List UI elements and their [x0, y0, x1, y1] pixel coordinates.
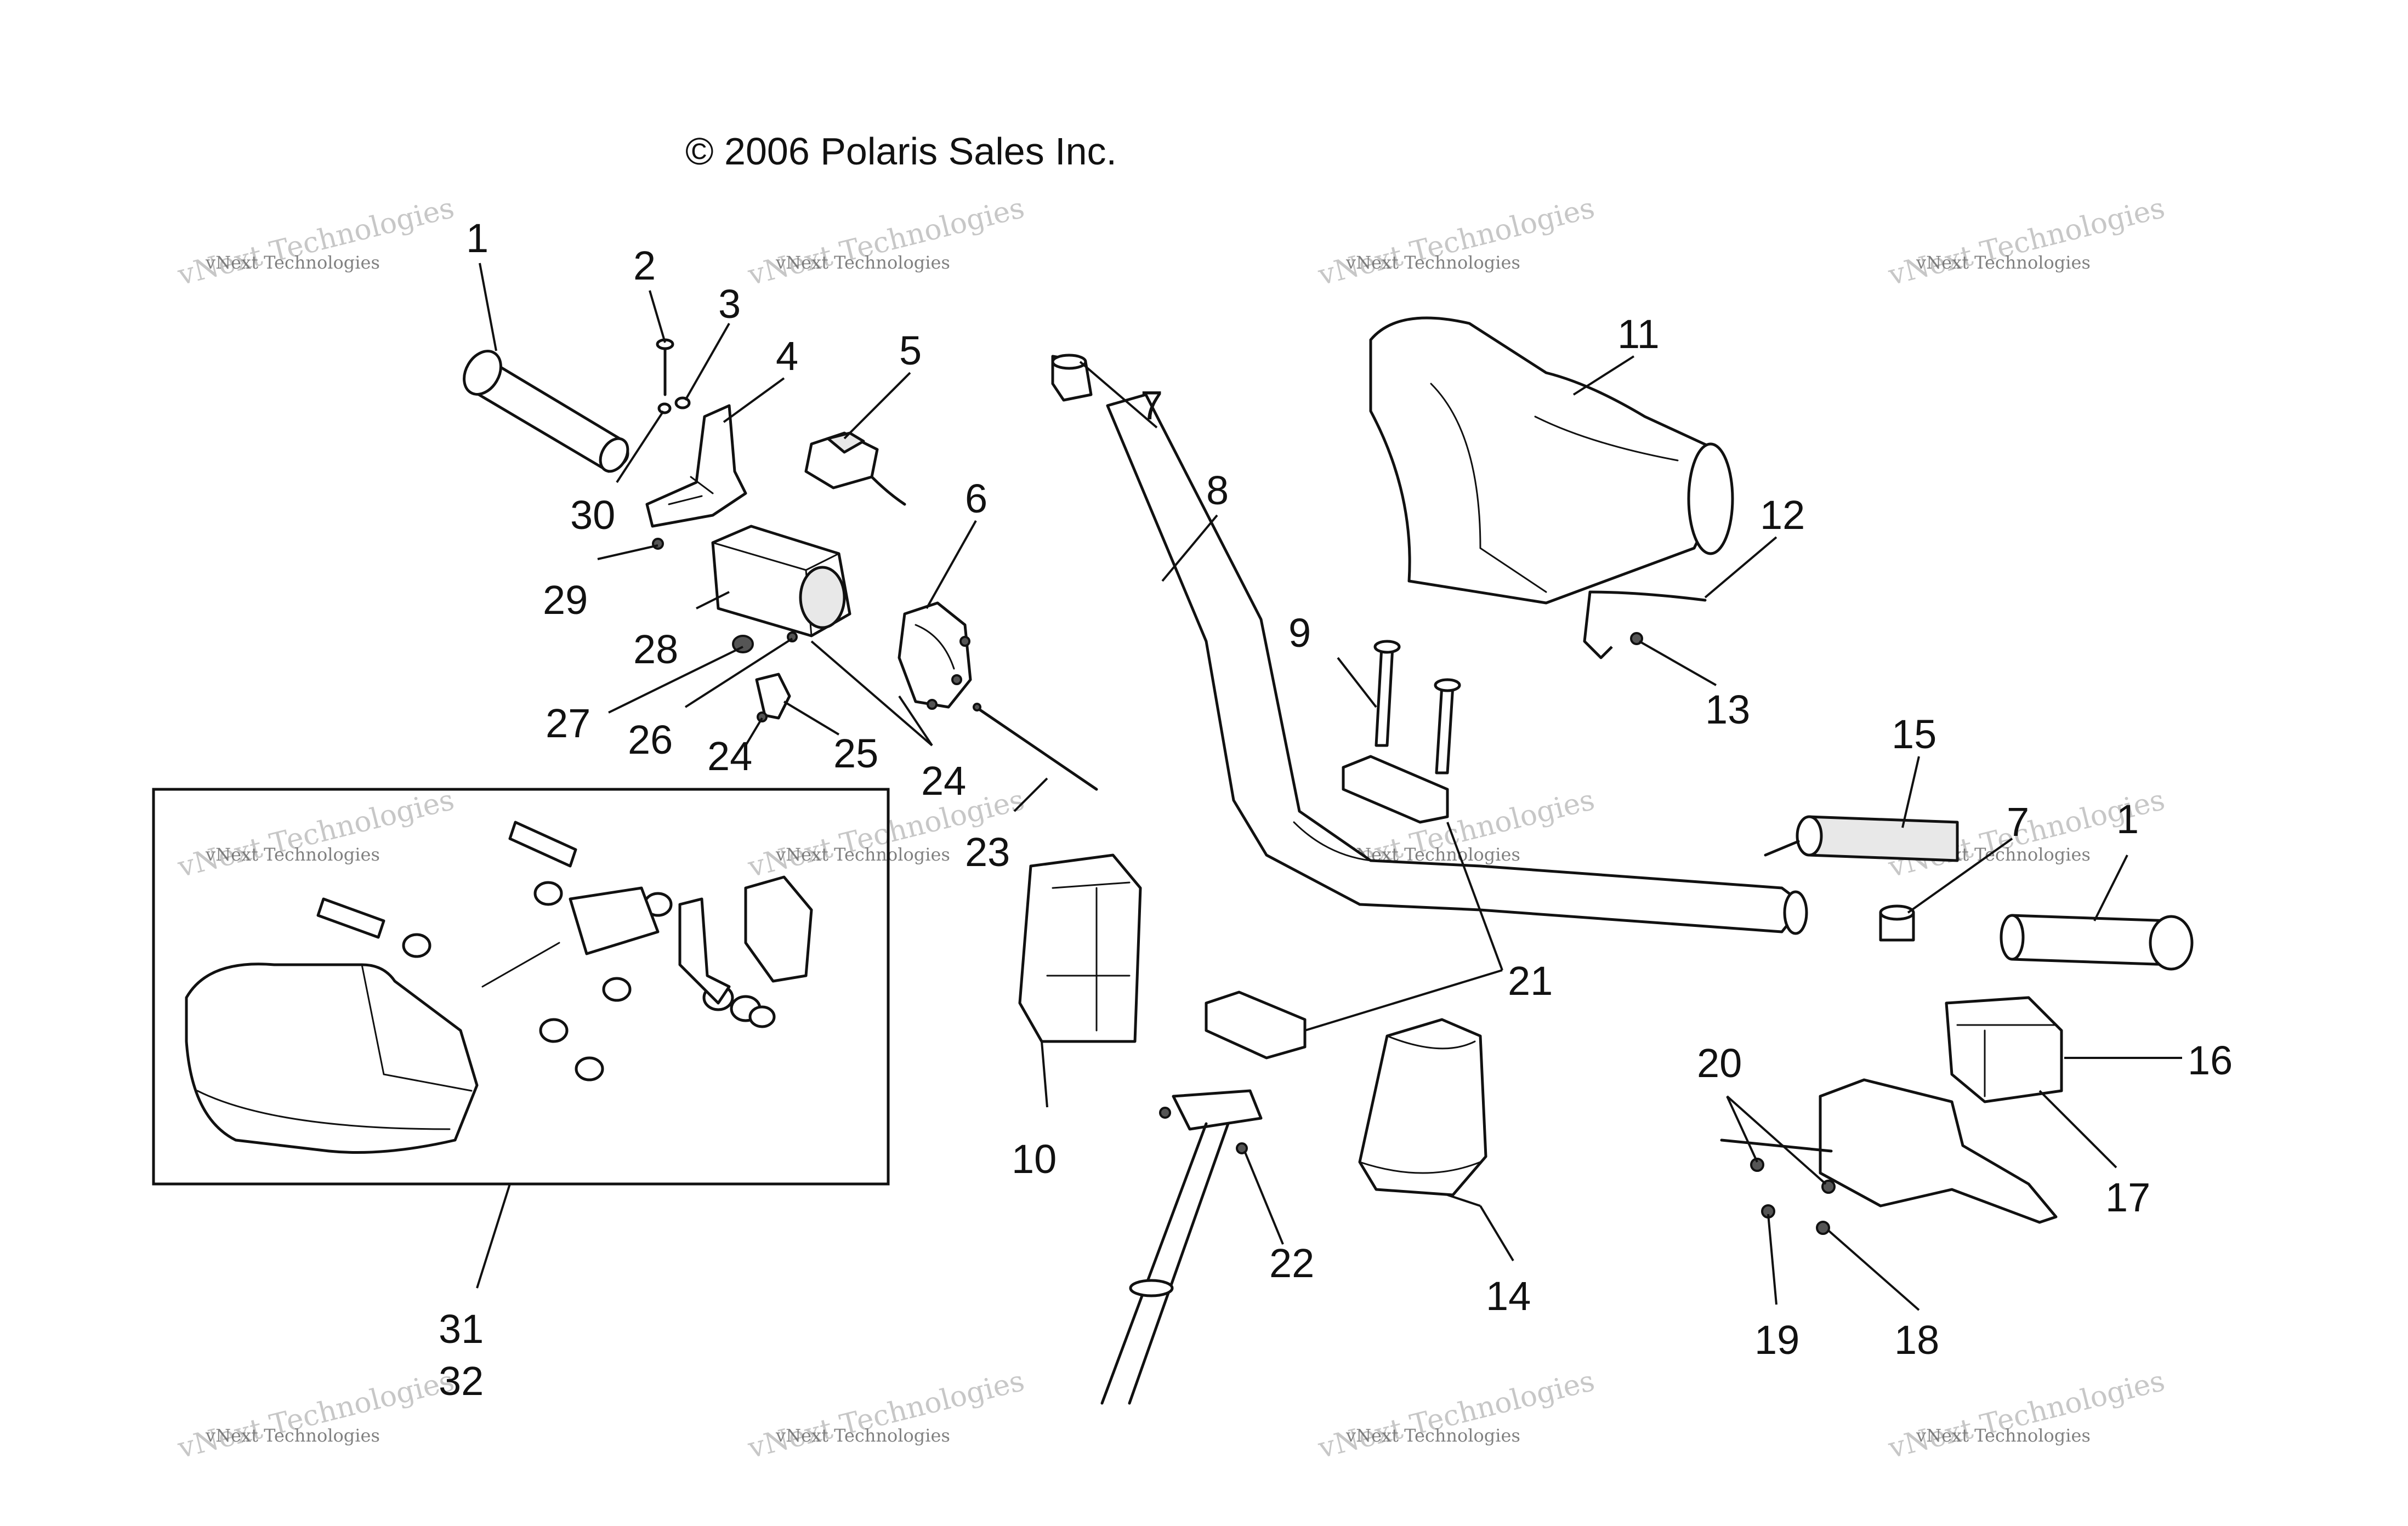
- callout-4: 4: [776, 333, 798, 379]
- callout-7: 7: [1140, 383, 1163, 428]
- watermark-text: vNext Technologies: [1885, 1364, 2168, 1465]
- watermark-text: vNext Technologies: [174, 1364, 458, 1465]
- part-11-pad: [1369, 316, 1734, 605]
- watermark-text: vNext Technologies: [745, 191, 1028, 292]
- watermark-text: vNext Technologies: [174, 783, 458, 884]
- callout-11: 11: [1617, 311, 1660, 357]
- watermark-text: vNext Technologies: [1315, 191, 1598, 292]
- watermark-text: vNext Technologies: [1916, 252, 2091, 273]
- watermark-text: vNext Technologies: [1885, 191, 2168, 292]
- part-7-end-cap-right: [1879, 904, 1915, 942]
- leader-lines: [476, 263, 2182, 1311]
- callout-20: 20: [1697, 1040, 1742, 1086]
- part-4-bracket: [645, 404, 747, 528]
- callout-25: 25: [833, 731, 878, 776]
- part-21-clamp-upper: [1342, 755, 1449, 824]
- callout-10: 10: [1012, 1136, 1057, 1182]
- callout-9: 9: [1288, 610, 1311, 656]
- part-3-washer: [674, 396, 691, 409]
- watermark-text: vNext Technologies: [205, 1425, 380, 1446]
- callout-17: 17: [2105, 1175, 2150, 1220]
- watermark-text: vNext Technologies: [745, 1364, 1028, 1465]
- watermark-text: vNext Technologies: [205, 252, 380, 273]
- inset-box: [152, 788, 890, 1186]
- copyright-text: © 2006 Polaris Sales Inc.: [685, 130, 1117, 173]
- callout-8: 8: [1206, 468, 1229, 513]
- callout-19: 19: [1754, 1317, 1799, 1363]
- callout-7b: 7: [2007, 799, 2029, 845]
- callout-28: 28: [633, 627, 678, 672]
- callout-1b: 1: [2116, 796, 2139, 842]
- callout-31: 31: [439, 1306, 484, 1352]
- part-6-cover: [898, 601, 972, 710]
- part-9-bolts: [1373, 640, 1461, 775]
- callout-27: 27: [546, 701, 590, 746]
- part-1-right-grip: [2000, 914, 2194, 971]
- part-25-clamp: [755, 673, 791, 722]
- callout-24: 24: [921, 758, 966, 804]
- part-1-left-grip: [463, 350, 629, 473]
- watermark-text: vNext Technologies: [775, 252, 950, 273]
- callout-5: 5: [899, 328, 922, 373]
- callout-14: 14: [1486, 1273, 1531, 1319]
- callout-32: 32: [439, 1358, 484, 1404]
- part-10-cover: [1018, 853, 1142, 1043]
- callout-16: 16: [2188, 1038, 2233, 1083]
- part-8-handlebar: [1106, 393, 1808, 935]
- watermark-text: vNext Technologies: [775, 1425, 950, 1446]
- callout-21: 21: [1508, 958, 1553, 1004]
- part-12-strap: [1583, 590, 1707, 659]
- part-5-switch: [804, 431, 906, 506]
- watermark-text: vNext Technologies: [1315, 1364, 1598, 1465]
- part-28-housing: [711, 525, 851, 637]
- callout-12: 12: [1760, 492, 1805, 538]
- part-21-clamp-lower: [1205, 990, 1307, 1060]
- callout-24b: 24: [707, 733, 752, 779]
- watermark-text: vNext Technologies: [1345, 252, 1520, 273]
- callout-18: 18: [1894, 1317, 1939, 1363]
- watermark-text: vNext Technologies: [1916, 1425, 2091, 1446]
- callout-2: 2: [633, 243, 656, 288]
- part-2-screw: [656, 338, 674, 396]
- watermark-text: vNext Technologies: [775, 844, 950, 865]
- callout-29: 29: [543, 577, 588, 623]
- callout-23: 23: [965, 829, 1010, 875]
- callout-15: 15: [1892, 711, 1936, 757]
- watermark-text: vNext Technologies: [205, 844, 380, 865]
- part-7-end-cap: [1051, 354, 1093, 402]
- part-brake-lever-assembly: [1720, 1078, 2058, 1235]
- part-16-switch-housing: [1945, 996, 2063, 1103]
- part-14-pod: [1358, 1018, 1487, 1197]
- part-15-right-grip: [1764, 815, 1959, 862]
- callout-6: 6: [965, 476, 987, 521]
- callout-13: 13: [1705, 687, 1750, 732]
- callout-labels: 1 2 3 4 5 6 7 8 9 10 11 12 13 14 15 16 1…: [439, 215, 2233, 1404]
- watermark-text: vNext Technologies: [174, 191, 458, 292]
- callout-1: 1: [466, 215, 489, 261]
- callout-3: 3: [718, 281, 741, 327]
- watermark-text: vNext Technologies: [1345, 1425, 1520, 1446]
- callout-22: 22: [1269, 1240, 1314, 1286]
- part-30-washer: [657, 402, 672, 414]
- part-23-cable: [973, 703, 1098, 791]
- callout-30: 30: [570, 492, 615, 538]
- callout-26: 26: [628, 717, 673, 762]
- part-22-steering-post: [1100, 1089, 1263, 1405]
